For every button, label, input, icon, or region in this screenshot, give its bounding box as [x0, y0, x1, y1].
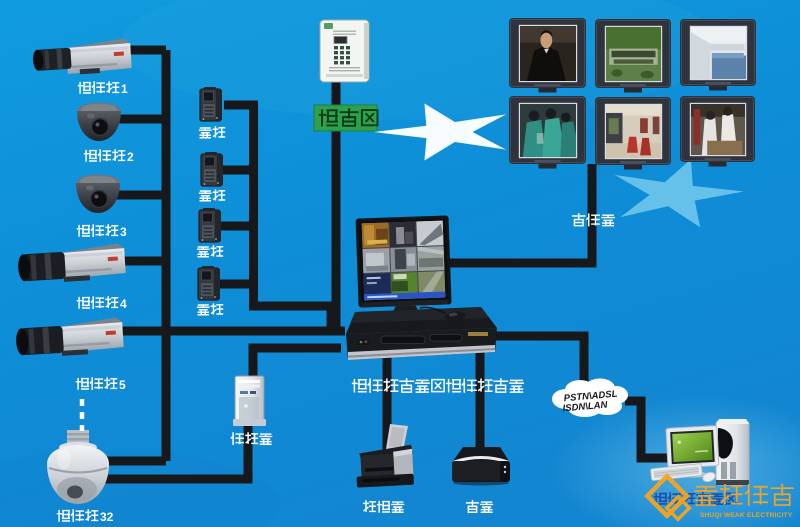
- svg-text:5: 5: [119, 378, 126, 392]
- svg-text:SHUQI WEAK ELECTRICITY: SHUQI WEAK ELECTRICITY: [700, 512, 793, 519]
- svg-text:3: 3: [120, 225, 127, 239]
- svg-text:PSTN\ADSL: PSTN\ADSL: [563, 389, 618, 405]
- svg-text:32: 32: [100, 510, 114, 524]
- svg-text:2: 2: [127, 150, 134, 164]
- svg-text:4: 4: [120, 297, 127, 311]
- svg-text:ISDN\LAN: ISDN\LAN: [562, 399, 609, 414]
- svg-text:1: 1: [121, 82, 128, 96]
